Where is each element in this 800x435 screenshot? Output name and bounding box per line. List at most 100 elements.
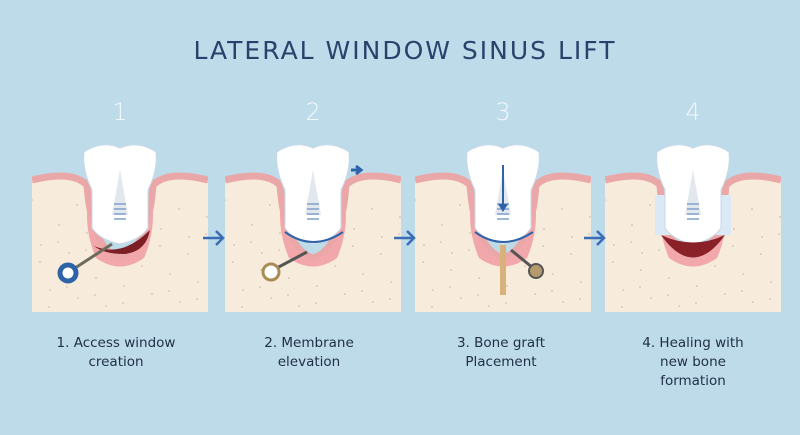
bone-speck [579,298,581,300]
bone-speck [440,241,442,243]
bone-speck [533,200,535,202]
bone [605,176,781,312]
bone-speck [287,294,289,296]
bone-speck [449,286,451,288]
bone-speck [469,232,471,234]
membrane [474,231,534,243]
arrow-right-icon [394,230,416,246]
step-label-4: 4. Healing with new bone formation [642,335,744,389]
bone-speck [543,228,545,230]
bone-speck [233,244,235,246]
bone-speck [242,289,244,291]
graft-instrument-handle [528,263,544,279]
bone-speck [371,208,373,210]
bone-speck [431,306,433,308]
bone-speck [344,293,346,295]
bone-speck [588,233,590,235]
sinus-window [94,230,150,254]
bone-speck [343,200,345,202]
bone-speck [86,232,88,234]
bone-speck [770,281,772,283]
bone-speck [658,249,660,251]
bone-speck [361,290,363,292]
bone-speck [352,245,354,247]
soft-tissue [280,200,346,267]
bone-speck [57,241,59,243]
bone-speck [260,269,262,271]
membrane [284,231,344,243]
bone-speck [187,253,189,255]
bone-speck [151,293,153,295]
bone-speck [123,285,125,287]
bone-speck [650,297,652,299]
bone-speck [39,261,41,263]
bone-speck [160,228,162,230]
bone-speck [742,273,744,275]
bone-speck [468,249,470,251]
bone-speck [459,204,461,206]
step-illustration-3 [415,144,591,312]
bone-speck [150,200,152,202]
instrument-handle [57,262,79,284]
step-label-2: 2. Membrane elevation [264,335,354,370]
graft-instrument [510,248,534,270]
bone-speck [232,261,234,263]
bone-speck [372,301,374,303]
bone-speck [85,249,87,251]
step-number-1: 1 [112,98,128,126]
bone-speck [269,204,271,206]
bone-speck [580,281,582,283]
gum [605,172,781,262]
arrow-right-icon [584,230,606,246]
bone-speck [298,305,300,307]
bone-speck [714,265,716,267]
bone-speck [315,302,317,304]
healed-sinus [661,235,725,258]
bone-speck [696,285,698,287]
bone-speck [570,253,572,255]
bone-speck [552,273,554,275]
bone-speck [241,306,243,308]
bone-speck [631,224,633,226]
bone-speck [398,233,400,235]
bone-speck [415,199,416,201]
step-number-3: 3 [495,98,511,126]
step-illustration-2 [225,144,401,312]
bone-speck [506,285,508,287]
bone-speck [250,241,252,243]
bone-speck [353,228,355,230]
gum [225,172,401,262]
gum [32,172,208,262]
step-label-1: 1. Access window creation [56,335,176,370]
bone-speck [551,290,553,292]
bone-speck [261,252,263,254]
bone-speck [741,290,743,292]
bone-speck [622,289,624,291]
bone-speck [196,298,198,300]
bone-speck [188,236,190,238]
bone-speck [733,228,735,230]
bone-speck [668,277,670,279]
bone-speck [399,216,401,218]
bone-speck [422,261,424,263]
bone-speck [270,297,272,299]
bone-speck [362,273,364,275]
bone-speck [534,293,536,295]
bone-speck [695,302,697,304]
bone-speck [168,290,170,292]
bone-speck [769,298,771,300]
bone-speck [778,233,780,235]
bone-speck [159,245,161,247]
bone-speck [571,236,573,238]
bone-speck [779,216,781,218]
bone-speck [94,294,96,296]
bone-speck [524,265,526,267]
bone-speck [141,265,143,267]
bone-speck [760,253,762,255]
bone-speck [640,269,642,271]
bone-speck [639,286,641,288]
bone-speck [205,233,207,235]
bone-speck [649,204,651,206]
bone-speck [460,297,462,299]
bone-speck [432,289,434,291]
